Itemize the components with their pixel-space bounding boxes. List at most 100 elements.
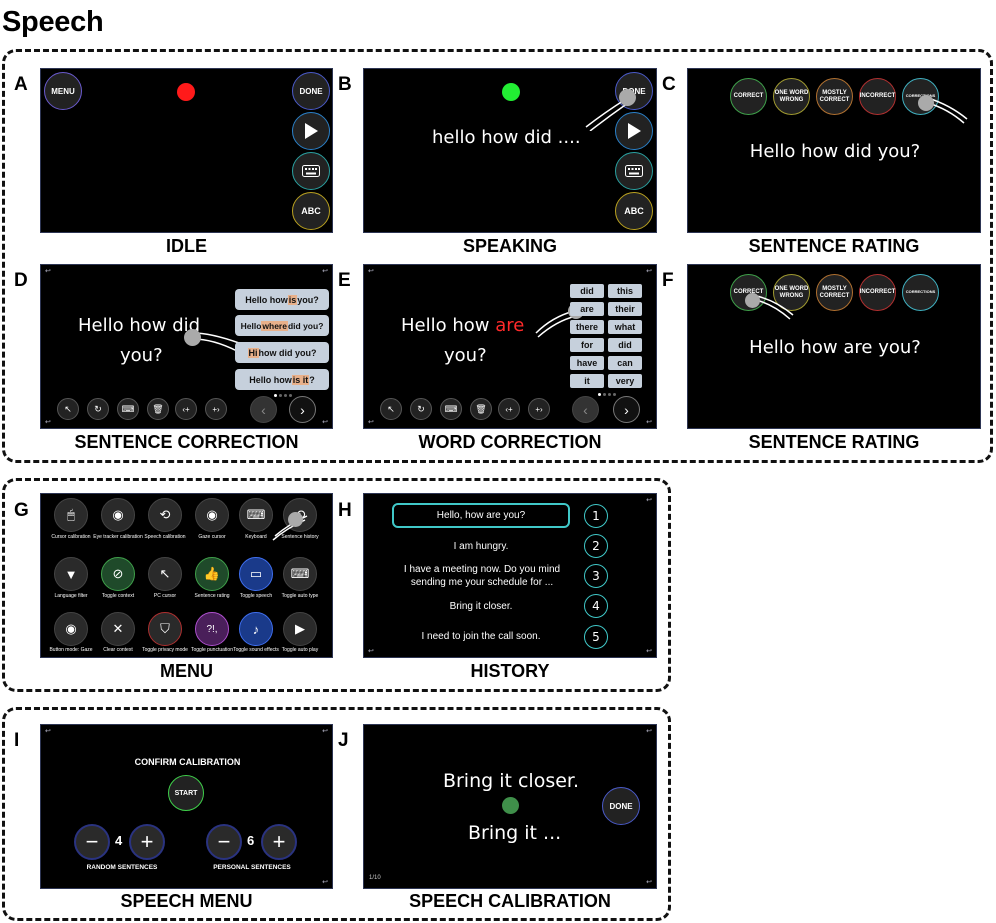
start-button[interactable]: START <box>168 775 204 811</box>
word-option[interactable]: can <box>608 356 642 370</box>
word-option[interactable]: what <box>608 320 642 334</box>
word-option[interactable]: it <box>570 374 604 388</box>
undo-icon: ↩ <box>322 268 328 275</box>
pagination-dots <box>274 394 294 398</box>
play-icon <box>305 123 318 139</box>
pc-cursor-button[interactable]: ↖ <box>148 557 182 591</box>
word-option[interactable]: are <box>570 302 604 316</box>
rating-mostly-correct-button[interactable]: MOSTLY CORRECT <box>816 274 853 311</box>
cursor-tool-button[interactable]: ↖ <box>380 398 402 420</box>
word-option[interactable]: for <box>570 338 604 352</box>
play-button[interactable] <box>615 112 653 150</box>
abc-button[interactable]: ABC <box>292 192 330 230</box>
cursor-calibration-button[interactable]: 🖱 <box>54 498 88 532</box>
personal-minus-button[interactable]: − <box>206 824 242 860</box>
rating-corrections-button[interactable]: CORRECTIONS <box>902 274 939 311</box>
toggle-punctuation-button[interactable]: ?!, <box>195 612 229 646</box>
play-button[interactable] <box>292 112 330 150</box>
caption-history: HISTORY <box>470 661 550 681</box>
clear-context-button[interactable]: ✕ <box>101 612 135 646</box>
sentence-suggestion[interactable]: Hello how is it? <box>235 369 329 390</box>
sentence-suggestion[interactable]: Hello how is you? <box>235 289 329 310</box>
history-number-button[interactable]: 5 <box>584 625 608 649</box>
speech-calibration-button[interactable]: ⟲ <box>148 498 182 532</box>
sentence-line-1: Hello how did <box>78 315 201 336</box>
rating-incorrect-button[interactable]: INCORRECT <box>859 78 896 115</box>
history-item[interactable]: I am hungry. <box>453 541 509 552</box>
history-number-button[interactable]: 2 <box>584 534 608 558</box>
next-page-button[interactable]: › <box>613 396 640 423</box>
panel-letter-j: J <box>338 730 349 751</box>
word-option[interactable]: there <box>570 320 604 334</box>
toggle-speech-button[interactable]: ▭ <box>239 557 273 591</box>
rating-mostly-correct-button[interactable]: MOSTLY CORRECT <box>816 78 853 115</box>
delete-tool-button[interactable]: 🗑 <box>470 398 492 420</box>
move-right-tool-button[interactable]: +› <box>528 398 550 420</box>
toggle-auto-play-button[interactable]: ▶ <box>283 612 317 646</box>
history-number-button[interactable]: 3 <box>584 564 608 588</box>
eye-tracker-calibration-button[interactable]: ◉ <box>101 498 135 532</box>
keyboard-button[interactable] <box>292 152 330 190</box>
keyboard-button[interactable]: ⌨ <box>239 498 273 532</box>
screen-speaking: hello how did .... DONE ABC <box>363 68 657 233</box>
screen-speech-menu: ↩ ↩ ↩ CONFIRM CALIBRATION START − 4 + RA… <box>40 724 333 889</box>
history-item[interactable]: I have a meeting now. Do you mind sendin… <box>403 564 561 588</box>
word-option[interactable]: very <box>608 374 642 388</box>
random-plus-button[interactable]: + <box>129 824 165 860</box>
sentence-rating-button[interactable]: 👍 <box>195 557 229 591</box>
menu-label: Toggle auto type <box>281 593 319 599</box>
personal-sentences-value: 6 <box>247 833 255 848</box>
undo-icon: ↩ <box>646 419 652 426</box>
done-button[interactable]: DONE <box>292 72 330 110</box>
history-item[interactable]: Hello, how are you? <box>392 503 570 528</box>
undo-icon: ↩ <box>646 879 652 886</box>
history-number-button[interactable]: 4 <box>584 594 608 618</box>
rating-one-word-wrong-button[interactable]: ONE WORD WRONG <box>773 78 810 115</box>
word-option[interactable]: this <box>608 284 642 298</box>
menu-label: Language filter <box>54 593 88 599</box>
play-icon <box>628 123 641 139</box>
toggle-privacy-mode-button[interactable]: ⛉ <box>148 612 182 646</box>
undo-icon: ↩ <box>646 497 652 504</box>
sentence-line-1: Hello how are <box>401 315 525 336</box>
calibration-target-sentence: Bring it closer. <box>442 770 580 792</box>
toggle-auto-type-button[interactable]: ⌨ <box>283 557 317 591</box>
refresh-tool-button[interactable]: ↻ <box>87 398 109 420</box>
toggle-sound-effects-button[interactable]: ♪ <box>239 612 273 646</box>
caption-sentence-correction: SENTENCE CORRECTION <box>74 432 299 452</box>
rating-incorrect-button[interactable]: INCORRECT <box>859 274 896 311</box>
button-mode-gaze-button[interactable]: ◉ <box>54 612 88 646</box>
next-page-button[interactable]: › <box>289 396 316 423</box>
random-minus-button[interactable]: − <box>74 824 110 860</box>
word-option[interactable]: their <box>608 302 642 316</box>
history-number-button[interactable]: 1 <box>584 504 608 528</box>
delete-tool-button[interactable]: 🗑 <box>147 398 169 420</box>
keyboard-button[interactable] <box>615 152 653 190</box>
back-icon: ↩ <box>368 648 374 655</box>
move-left-tool-button[interactable]: ‹+ <box>175 398 197 420</box>
word-option[interactable]: did <box>608 338 642 352</box>
previous-page-button[interactable]: ‹ <box>572 396 599 423</box>
sentence-suggestion[interactable]: Hi how did you? <box>235 342 329 363</box>
sentence-suggestion[interactable]: Hello where did you? <box>235 315 329 336</box>
menu-button[interactable]: MENU <box>44 72 82 110</box>
toggle-context-button[interactable]: ⊘ <box>101 557 135 591</box>
keyboard-tool-button[interactable]: ⌨ <box>117 398 139 420</box>
cursor-tool-button[interactable]: ↖ <box>57 398 79 420</box>
language-filter-button[interactable]: ▼ <box>54 557 88 591</box>
keyboard-tool-button[interactable]: ⌨ <box>440 398 462 420</box>
personal-plus-button[interactable]: + <box>261 824 297 860</box>
word-option[interactable]: did <box>570 284 604 298</box>
move-left-tool-button[interactable]: ‹+ <box>498 398 520 420</box>
history-item[interactable]: Bring it closer. <box>449 601 513 612</box>
refresh-tool-button[interactable]: ↻ <box>410 398 432 420</box>
abc-button[interactable]: ABC <box>615 192 653 230</box>
caption-idle: IDLE <box>165 236 207 256</box>
move-right-tool-button[interactable]: +› <box>205 398 227 420</box>
gaze-cursor-button[interactable]: ◉ <box>195 498 229 532</box>
done-button[interactable]: DONE <box>602 787 640 825</box>
history-item[interactable]: I need to join the call soon. <box>421 631 541 642</box>
rating-correct-button[interactable]: CORRECT <box>730 78 767 115</box>
word-option[interactable]: have <box>570 356 604 370</box>
previous-page-button[interactable]: ‹ <box>250 396 277 423</box>
